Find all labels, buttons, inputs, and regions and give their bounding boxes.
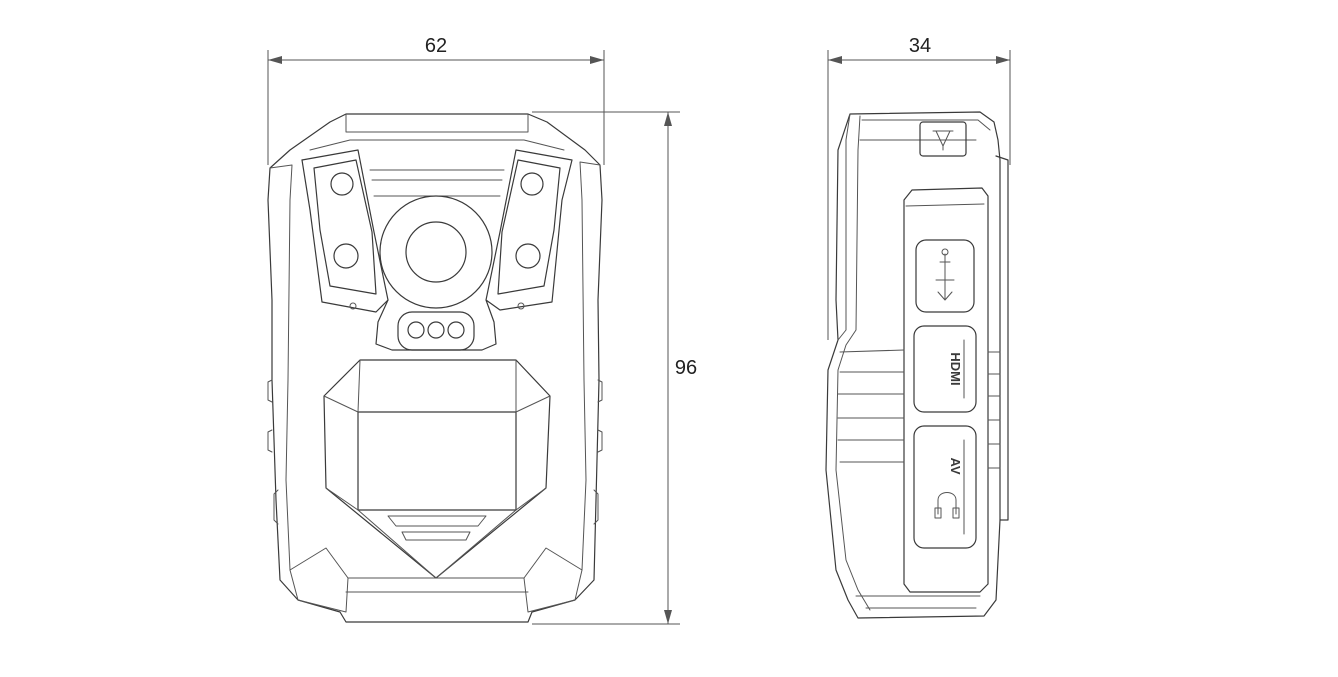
front-view [267, 113, 603, 623]
left-clip-upper [267, 379, 273, 403]
side-outer-body [825, 111, 1001, 619]
front-width-label: 62 [425, 35, 447, 57]
left-ir-panel [313, 159, 377, 295]
port-panel-inner [905, 203, 985, 207]
front-bottom-right-facet [523, 547, 583, 613]
side-depth-label: 34 [909, 35, 931, 57]
height-dimension: 96 [532, 111, 697, 625]
left-ir-led-top [330, 172, 354, 196]
right-clip-upper [597, 379, 603, 403]
side-grip-ridges [837, 349, 1001, 469]
height-label: 96 [675, 357, 697, 379]
usb-port-cover [915, 239, 975, 313]
screen-slot [387, 515, 487, 541]
screen-outer-facet [323, 359, 551, 579]
side-view: HDMI AV [825, 111, 1009, 619]
front-outer-body [267, 113, 603, 623]
right-ir-led-top [520, 172, 544, 196]
right-bottom-bump [593, 489, 599, 525]
side-front-curve-2 [835, 115, 871, 611]
port-panel-frame [903, 187, 989, 593]
right-ir-led-bottom [515, 243, 541, 269]
left-clip-lower [267, 429, 273, 453]
screen-facet-lines [323, 359, 551, 579]
lens-housing [379, 195, 493, 309]
side-front-curve-1 [837, 113, 851, 341]
indicator-housing [397, 311, 475, 351]
front-sensor-plate-left-edge [301, 159, 389, 313]
side-bottom-contour [855, 595, 981, 609]
right-sensor-dot [517, 302, 525, 310]
front-bottom-left-facet [289, 547, 349, 613]
front-right-rail [574, 161, 601, 601]
flashlight-icon [932, 130, 954, 151]
av-port-cover [913, 425, 977, 549]
headphone-icon [934, 492, 960, 519]
side-top-ridge [859, 119, 991, 141]
av-label: AV [948, 457, 963, 474]
hdmi-port-cover [913, 325, 977, 413]
screen-inner [357, 411, 517, 511]
side-clip-strap [995, 155, 1009, 521]
left-ir-led-bottom [333, 243, 359, 269]
indicator-light-3 [447, 321, 465, 339]
front-width-dimension: 62 [267, 35, 605, 165]
indicator-light-2 [427, 321, 445, 339]
right-clip-lower [597, 429, 603, 453]
left-sensor-dot [349, 302, 357, 310]
hdmi-label: HDMI [948, 352, 963, 385]
front-bottom-band [345, 577, 529, 593]
flashlight-button [919, 121, 967, 157]
left-bottom-bump [273, 489, 279, 525]
side-depth-dimension: 34 [827, 35, 1011, 340]
front-left-rail [269, 164, 299, 601]
front-sensor-plate [301, 149, 573, 351]
front-top-cap [345, 113, 529, 133]
front-top-cap-inner [309, 139, 565, 151]
lens-glass [405, 221, 467, 283]
usb-icon [935, 248, 955, 301]
front-top-bar [369, 169, 505, 197]
right-ir-panel [497, 159, 561, 295]
indicator-light-1 [407, 321, 425, 339]
